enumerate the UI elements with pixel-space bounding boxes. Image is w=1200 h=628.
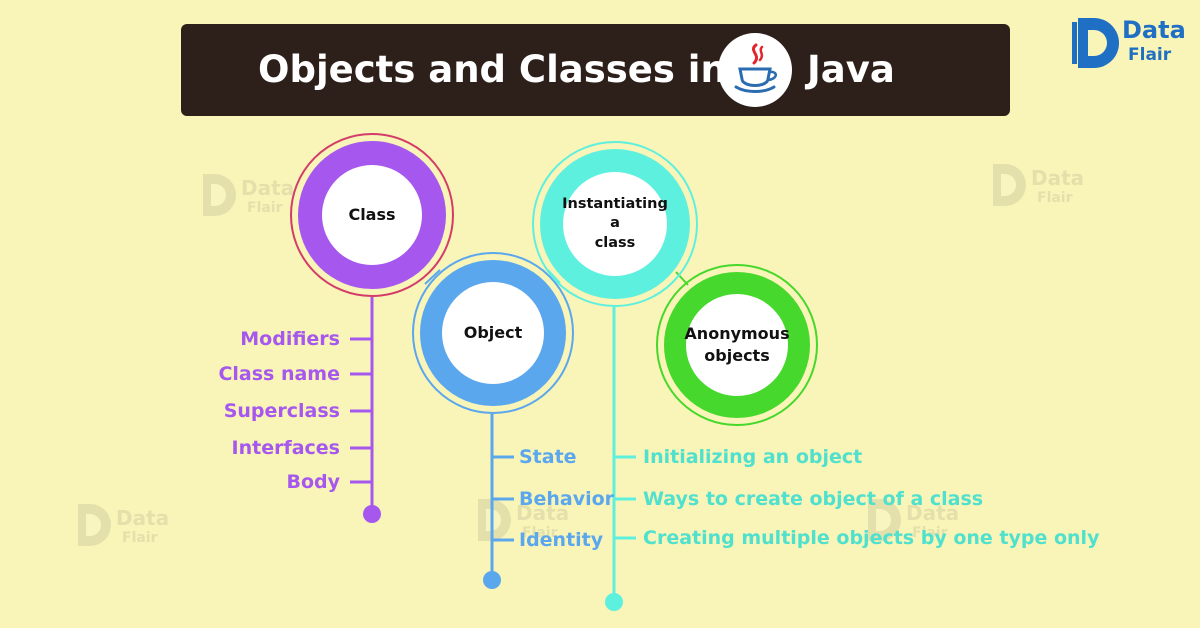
object-item-behavior: Behavior [519, 488, 615, 510]
instantiating-node-label: Instantiating a class [562, 172, 668, 276]
class-item-modifiers: Modifiers [240, 328, 340, 350]
instantiating-line2: a [610, 215, 620, 232]
watermark-word1: Data [516, 501, 570, 525]
instantiating-end-dot [605, 593, 623, 611]
title-text: Objects and Classes in [258, 48, 727, 91]
class-item-interfaces: Interfaces [231, 437, 340, 459]
java-icon [718, 33, 792, 107]
anonymous-node: Anonymous objects [656, 264, 818, 426]
anonymous-node-label: Anonymous objects [684, 294, 790, 396]
watermark-word2: Flair [247, 200, 283, 216]
watermark-word1: Data [116, 506, 170, 530]
watermark-word1: Data [241, 176, 295, 200]
anonymous-line2: objects [704, 346, 770, 365]
object-end-dot [483, 571, 501, 589]
watermark-word1: Data [906, 501, 960, 525]
title-language: Java [807, 48, 895, 91]
watermark-logo: Data Flair [985, 160, 1095, 220]
watermark-word2: Flair [912, 525, 948, 541]
object-node-label: Object [442, 282, 544, 384]
logo-word-flair: Flair [1128, 45, 1172, 65]
object-item-state: State [519, 446, 577, 468]
instantiating-node: Instantiating a class [532, 141, 698, 307]
instantiating-item-ways: Ways to create object of a class [643, 488, 984, 510]
watermark-word2: Flair [122, 530, 158, 546]
title-bar: Objects and Classes in Java [181, 24, 1010, 116]
instantiating-item-initializing: Initializing an object [643, 446, 863, 468]
watermark-word1: Data [1031, 166, 1085, 190]
class-item-superclass: Superclass [223, 400, 340, 422]
class-node: Class [290, 133, 454, 297]
watermark-word2: Flair [522, 525, 558, 541]
class-end-dot [363, 505, 381, 523]
logo-word-data: Data [1122, 16, 1186, 44]
class-item-class-name: Class name [218, 363, 340, 385]
instantiating-line1: Instantiating [562, 195, 668, 212]
watermark-logo: Data Flair [470, 495, 580, 555]
instantiating-item-multiple: Creating multiple objects by one type on… [643, 527, 1100, 549]
class-item-body: Body [286, 471, 340, 493]
instantiating-line3: class [594, 234, 636, 251]
watermark-word2: Flair [1037, 190, 1073, 206]
class-node-label: Class [322, 165, 422, 265]
logo-mark-icon [1072, 18, 1119, 68]
anonymous-line1: Anonymous [684, 324, 790, 344]
watermark-logo: Data Flair [860, 495, 970, 555]
object-item-identity: Identity [519, 529, 604, 551]
watermark-logo: Data Flair [195, 170, 305, 230]
watermark-logo: Data Flair [70, 500, 180, 560]
object-node: Object [412, 252, 574, 414]
dataflair-logo: Data Flair [1068, 12, 1192, 78]
